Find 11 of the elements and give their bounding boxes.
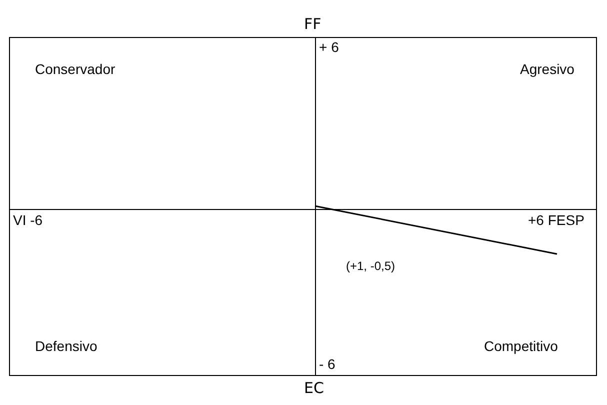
quadrant-label: Defensivo <box>35 338 98 354</box>
tick-label: VI -6 <box>13 212 43 228</box>
axis-label: EC <box>304 380 324 396</box>
tick-label: +6 FESP <box>528 212 584 228</box>
quadrant-label: Conservador <box>35 61 116 77</box>
axis-label: FF <box>304 16 322 32</box>
quadrant-label: Competitivo <box>484 338 558 354</box>
quadrant-label: Agresivo <box>520 61 574 77</box>
point-label: (+1, -0,5) <box>346 258 396 274</box>
tick-label: - 6 <box>319 356 336 372</box>
tick-label: + 6 <box>319 39 339 55</box>
